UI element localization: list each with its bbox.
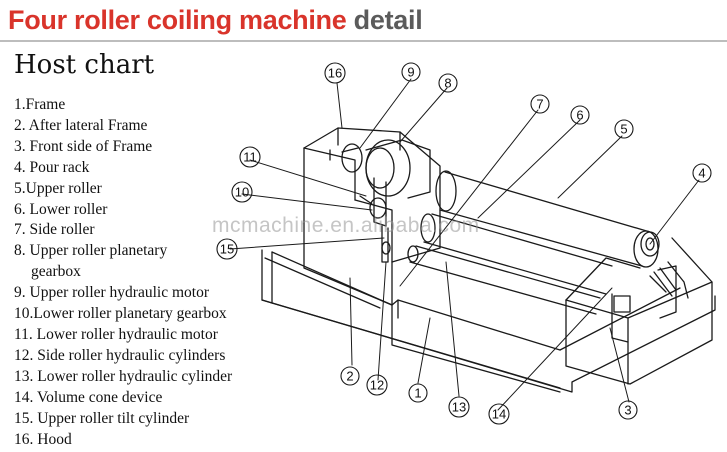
- callout-10: 10: [235, 185, 249, 200]
- legend-item: gearbox: [31, 263, 81, 281]
- front-frame: [565, 237, 713, 385]
- legend-item: 12. Side roller hydraulic cylinders: [14, 346, 226, 364]
- callout-1: 1: [414, 386, 421, 401]
- callout-3: 3: [624, 403, 631, 418]
- lower-roller: [420, 213, 613, 295]
- callout-13: 13: [452, 400, 466, 415]
- header-divider: [0, 40, 727, 42]
- callout-numbers: 16 9 8 7 6 5 11 10 15 4 2 12 1 13 14 3: [220, 65, 706, 422]
- legend-item: 5.Upper roller: [14, 179, 102, 197]
- side-roller: [407, 245, 601, 315]
- callout-15: 15: [220, 242, 234, 257]
- watermark-text: mcmachine.en.alibaba.com: [212, 214, 480, 237]
- base-frame: [261, 249, 716, 393]
- legend-item: 2. After lateral Frame: [14, 116, 148, 134]
- legend-item: 3. Front side of Frame: [14, 137, 153, 155]
- callout-16: 16: [328, 66, 342, 81]
- legend-item: 6. Lower roller: [14, 200, 108, 218]
- legend-item: 14. Volume cone device: [14, 388, 163, 406]
- callout-9: 9: [407, 65, 414, 80]
- callout-11: 11: [243, 150, 257, 165]
- legend-item: 11. Lower roller hydraulic motor: [14, 325, 218, 343]
- legend-item: 4. Pour rack: [14, 158, 90, 176]
- legend-item: 16. Hood: [14, 430, 72, 448]
- callout-14: 14: [492, 407, 506, 422]
- leader-lines: [229, 78, 700, 411]
- host-chart-heading: Host chart: [14, 50, 155, 80]
- page-title: Four roller coiling machine detail: [8, 2, 423, 38]
- title-highlight: Four roller coiling machine: [8, 5, 347, 35]
- callout-4: 4: [698, 166, 705, 181]
- legend-item: 1.Frame: [14, 96, 66, 113]
- callout-6: 6: [576, 108, 583, 123]
- volume-cone-device: [659, 261, 689, 299]
- legend-item: 10.Lower roller planetary gearbox: [14, 305, 227, 323]
- legend-item: 9. Upper roller hydraulic motor: [14, 284, 209, 302]
- callout-markers: [216, 62, 712, 425]
- upper-roller-gearbox: [341, 139, 431, 199]
- legend-item: 7. Side roller: [14, 221, 95, 239]
- left-cylinders: [359, 177, 391, 263]
- callout-2: 2: [346, 369, 353, 384]
- parts-legend: 1.Frame 2. After lateral Frame 3. Front …: [14, 95, 232, 450]
- callout-5: 5: [620, 122, 627, 137]
- upper-roller: [435, 170, 660, 268]
- callout-8: 8: [444, 76, 451, 91]
- header-banner: Four roller coiling machine detail: [0, 0, 727, 42]
- legend-item: 13. Lower roller hydraulic cylinder: [14, 367, 233, 385]
- rear-housing: [303, 127, 441, 306]
- legend-item: 8. Upper roller planetary: [14, 242, 168, 260]
- title-rest: detail: [353, 5, 423, 35]
- callout-12: 12: [370, 378, 384, 393]
- legend-item: 15. Upper roller tilt cylinder: [14, 409, 190, 427]
- callout-7: 7: [536, 97, 543, 112]
